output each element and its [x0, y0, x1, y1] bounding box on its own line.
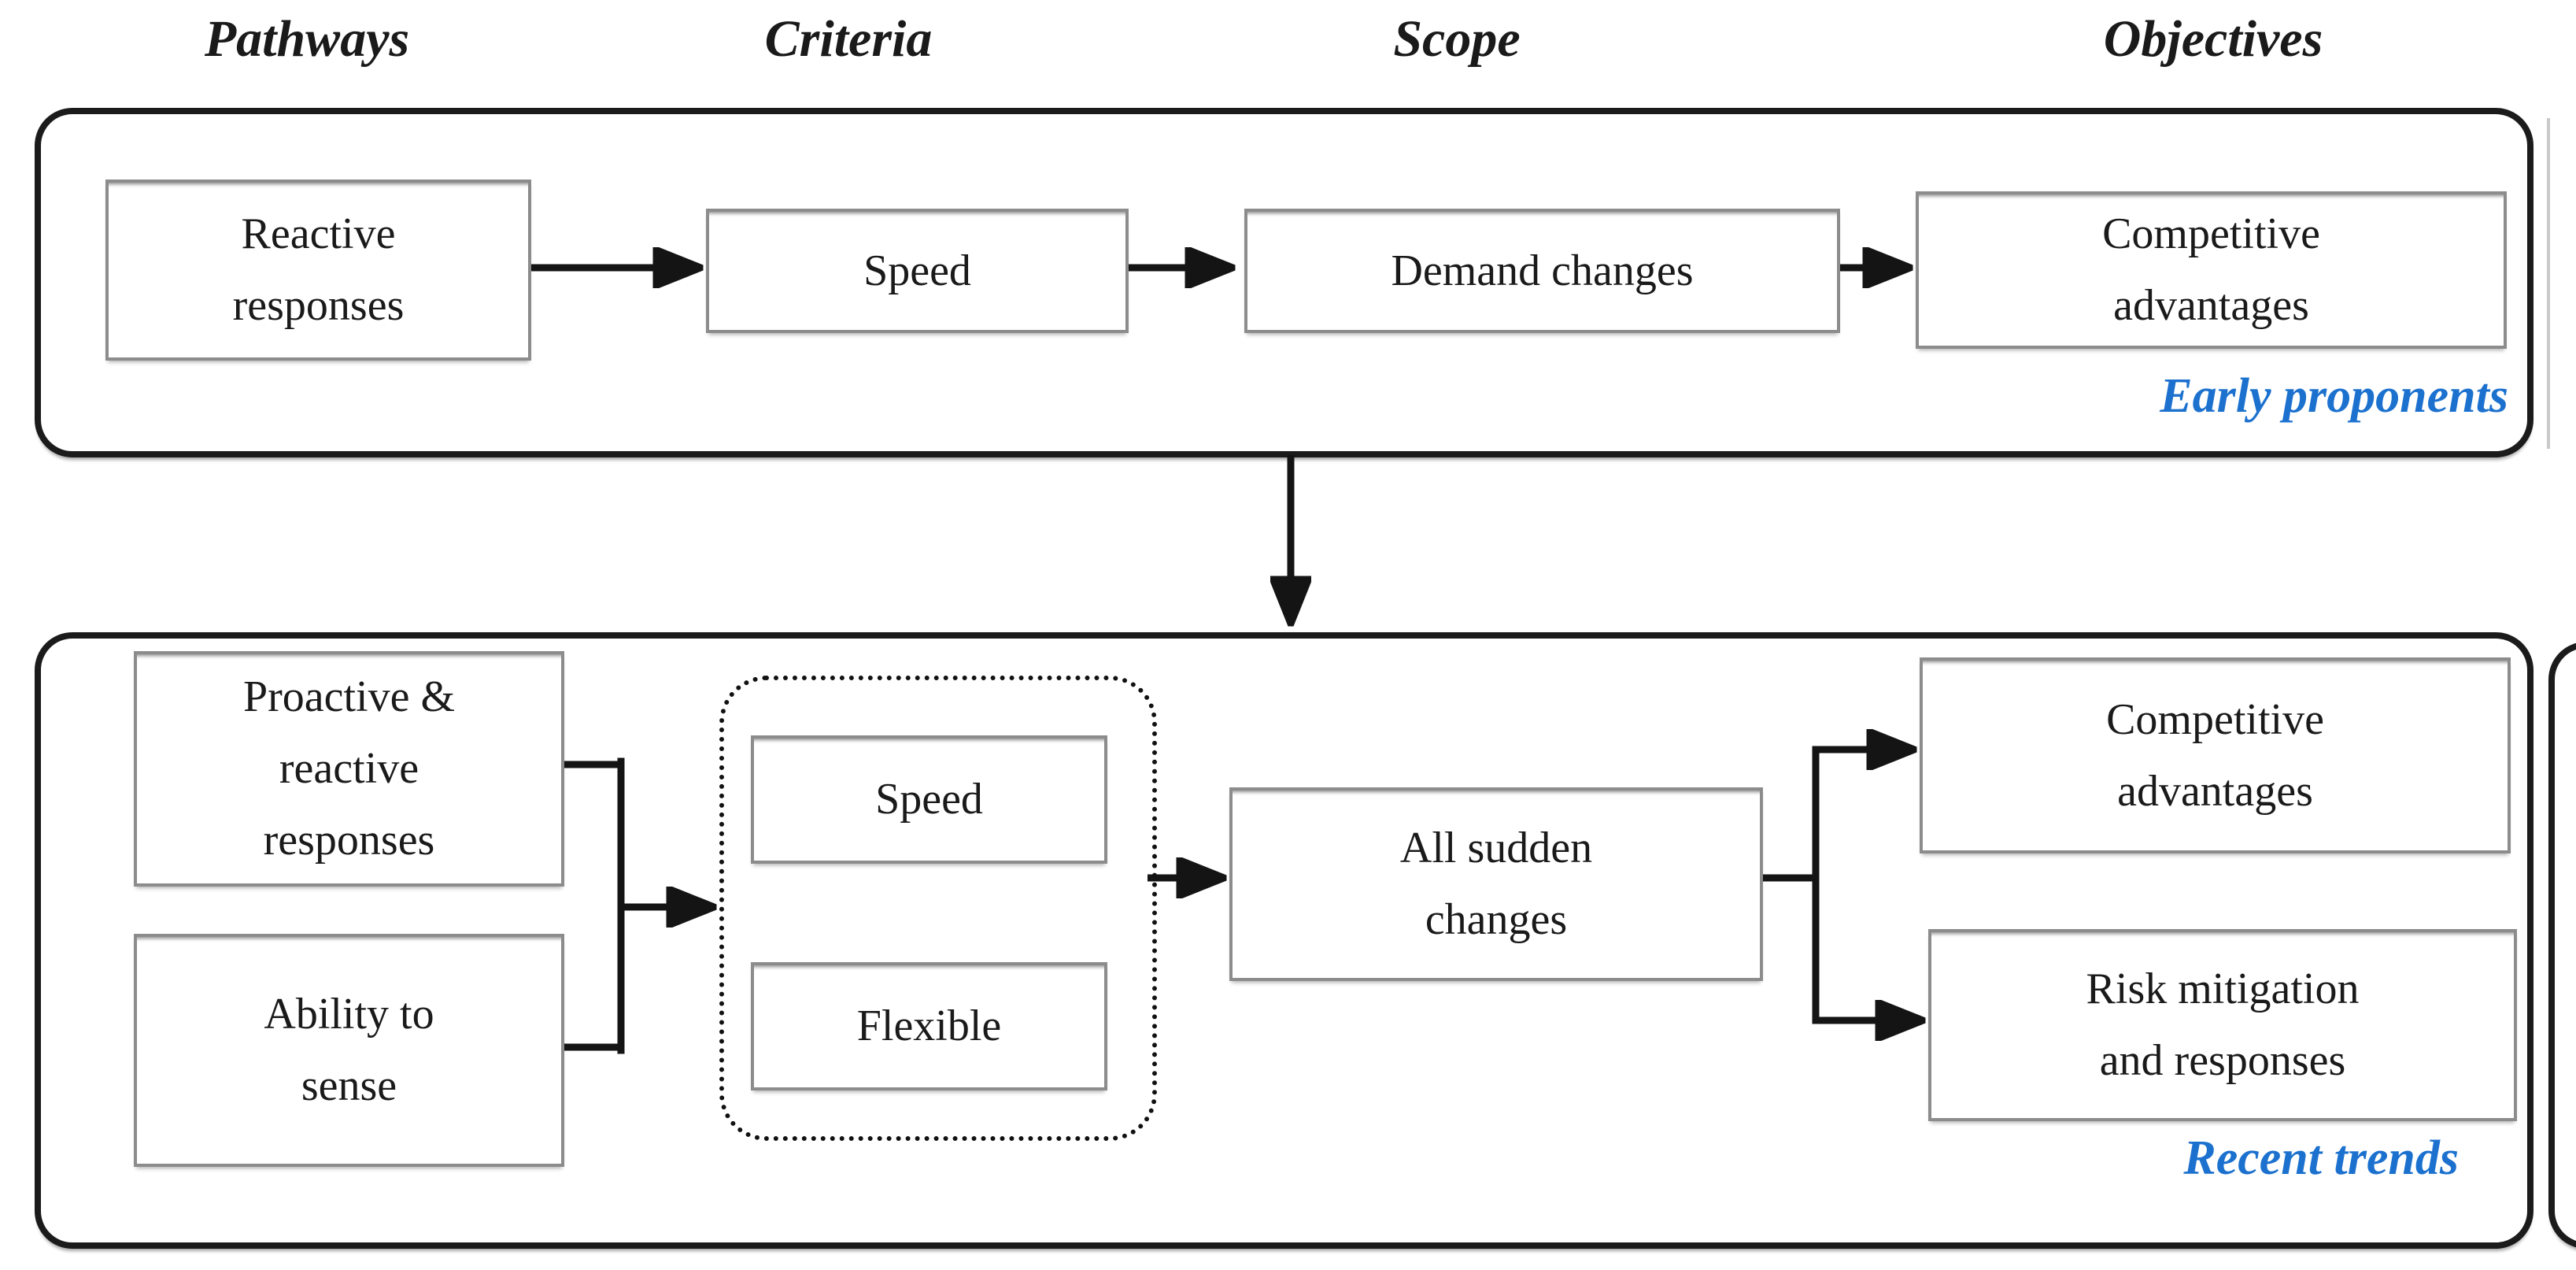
cropped-card-edge-top	[2547, 118, 2550, 449]
node-all-sudden-changes: All sudden changes	[1229, 787, 1763, 981]
column-header-criteria: Criteria	[764, 10, 933, 68]
node-reactive-responses: Reactive responses	[105, 180, 531, 361]
column-header-objectives: Objectives	[2103, 10, 2323, 68]
node-flexible: Flexible	[751, 962, 1107, 1090]
node-competitive-advantages-top: Competitive advantages	[1916, 191, 2507, 349]
node-proactive-reactive-responses: Proactive & reactive responses	[134, 651, 564, 887]
column-header-pathways: Pathways	[204, 10, 410, 68]
node-speed-bottom: Speed	[751, 735, 1107, 864]
node-risk-mitigation-responses: Risk mitigation and responses	[1928, 929, 2517, 1121]
node-speed-top: Speed	[706, 209, 1129, 333]
node-competitive-advantages-bottom: Competitive advantages	[1920, 657, 2511, 853]
caption-recent-trends: Recent trends	[2183, 1131, 2459, 1185]
node-ability-to-sense: Ability to sense	[134, 934, 564, 1167]
caption-early-proponents: Early proponents	[2160, 369, 2508, 423]
criteria-dotted-group	[719, 676, 1157, 1141]
node-demand-changes: Demand changes	[1244, 209, 1840, 333]
column-header-scope: Scope	[1393, 10, 1521, 68]
cropped-card-edge	[2548, 642, 2576, 1249]
